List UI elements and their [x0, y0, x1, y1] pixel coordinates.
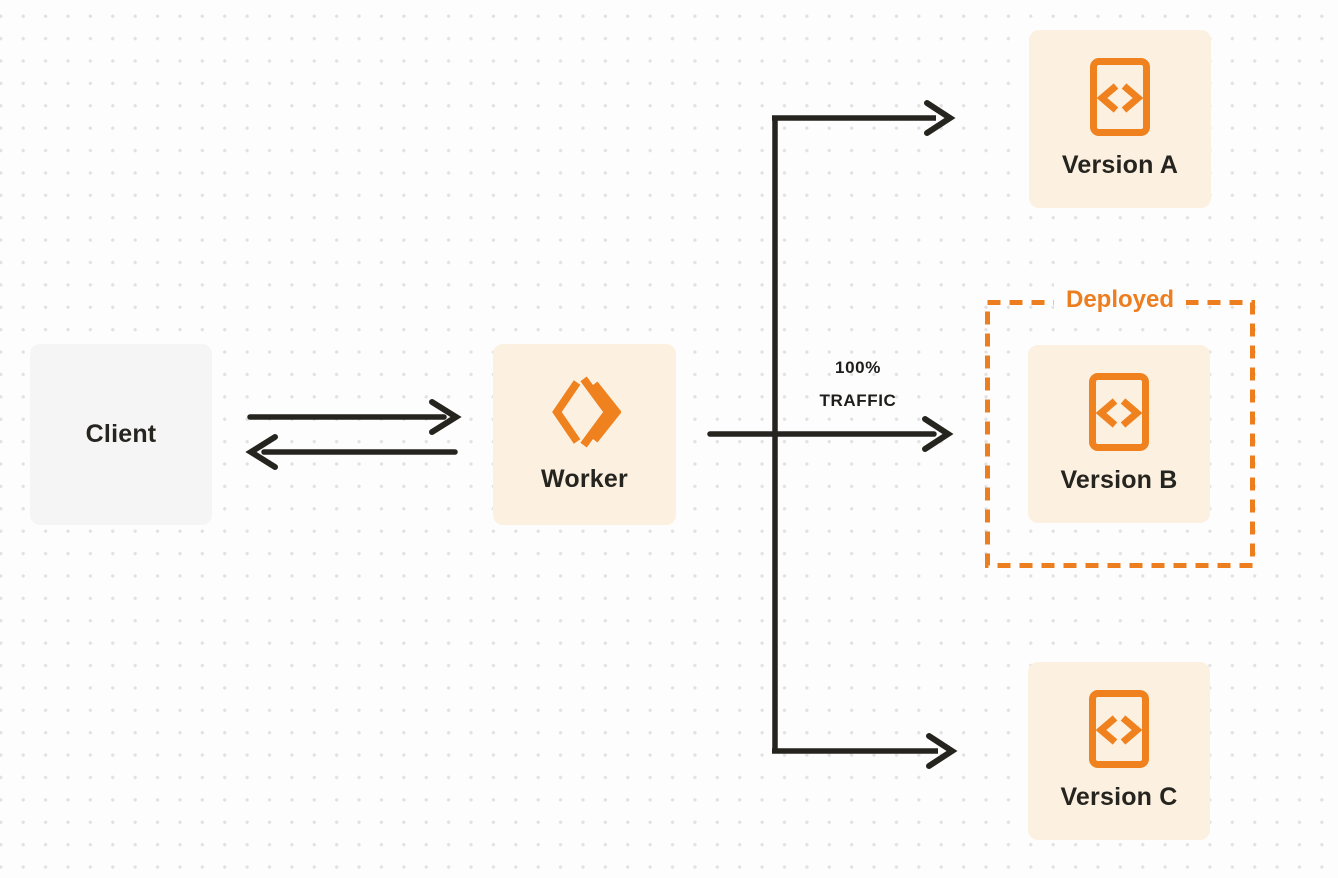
node-version-c: Version C — [1028, 662, 1210, 840]
traffic-label: 100% TRAFFIC — [788, 351, 928, 417]
node-version-b: Version B — [1028, 345, 1210, 523]
arrowhead-version-b — [922, 416, 954, 452]
arrowhead-worker-to-client — [245, 434, 278, 470]
traffic-percent: 100% — [835, 358, 881, 377]
node-worker: Worker — [493, 344, 676, 525]
code-file-icon — [1089, 690, 1149, 768]
version-c-label: Version C — [1060, 783, 1178, 811]
deployed-label: Deployed — [1053, 283, 1187, 317]
client-label: Client — [85, 420, 157, 448]
arrowhead-version-c — [926, 733, 958, 769]
node-version-a: Version A — [1029, 30, 1211, 208]
arrowhead-version-a — [924, 100, 956, 136]
arrowhead-client-to-worker — [429, 399, 462, 435]
traffic-word: TRAFFIC — [819, 391, 897, 410]
version-b-label: Version B — [1060, 466, 1178, 494]
node-client: Client — [30, 344, 212, 525]
workers-logo-icon — [551, 376, 621, 448]
worker-label: Worker — [541, 465, 628, 493]
code-file-icon — [1089, 373, 1149, 451]
code-file-icon — [1090, 58, 1150, 136]
version-a-label: Version A — [1061, 151, 1179, 179]
